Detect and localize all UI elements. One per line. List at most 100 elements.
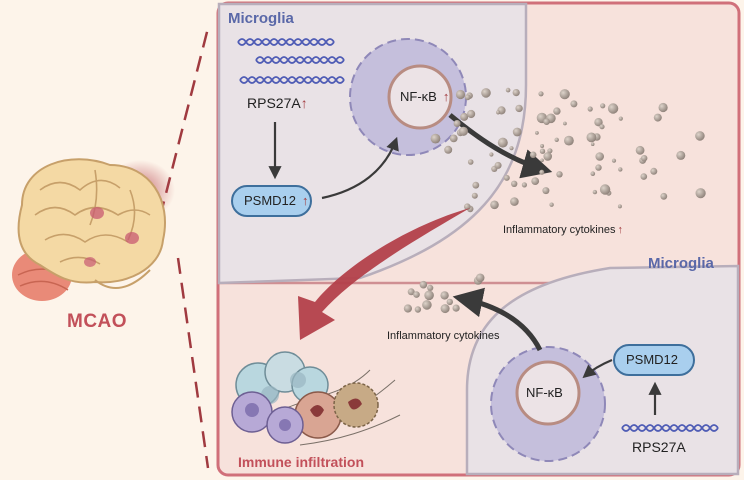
mcao-label: MCAO	[67, 311, 128, 332]
cytokine-dot	[481, 88, 491, 98]
arrow-nfkb-to-cytokines-bottom	[452, 287, 543, 352]
cytokine-dot	[635, 145, 645, 155]
bottom-psmd12-box	[613, 344, 695, 376]
connector-bottom	[176, 257, 210, 469]
top-nucleus-inner	[387, 64, 453, 130]
cytokine-dot	[512, 89, 520, 97]
cytokine-dot	[539, 148, 546, 154]
immune-cells-icon	[231, 351, 401, 446]
cytokine-dot	[538, 91, 544, 97]
cytokine-dot	[599, 184, 611, 195]
top-psmd12-label: PSMD12↑	[244, 193, 309, 208]
cytokine-dot	[535, 131, 539, 135]
cytokine-dot	[618, 116, 623, 121]
bottom-cytokines-label: Inflammatory cytokines	[387, 330, 500, 342]
cytokine-dot	[570, 100, 578, 108]
bottom-psmd12-label: PSMD12	[626, 352, 679, 367]
cytokine-dot	[543, 152, 552, 161]
cytokine-dot	[587, 106, 593, 112]
cytokine-dots-icon	[403, 273, 485, 314]
top-microglia-label: Microglia	[228, 10, 294, 27]
cytokine-dot	[509, 146, 514, 151]
cytokine-dot	[497, 137, 508, 148]
cytokine-dot	[563, 121, 567, 126]
bottom-nfkb-label: NF-κB	[526, 385, 563, 400]
cytokine-dot	[650, 167, 658, 175]
cytokine-dot	[458, 126, 468, 136]
cytokine-dot	[521, 182, 528, 188]
cytokine-dot	[422, 300, 432, 310]
top-gene-label: RPS27A↑	[247, 95, 308, 111]
cytokine-dot	[440, 291, 449, 300]
cytokine-dot	[531, 177, 540, 186]
cytokine-dot	[511, 180, 518, 187]
immune-infiltration-label: Immune infiltration	[238, 454, 364, 470]
cytokine-dot	[512, 127, 522, 137]
cytokine-dot	[695, 188, 706, 199]
cytokine-dot	[641, 155, 648, 162]
cytokine-dot	[471, 192, 478, 199]
cytokine-dot	[430, 133, 441, 144]
cytokine-dot	[595, 152, 604, 161]
cytokine-dot	[414, 306, 422, 313]
cytokine-dot	[592, 189, 598, 195]
cytokine-dot	[413, 291, 420, 298]
cytokine-dot	[505, 87, 511, 93]
top-nfkb-label: NF-κB↑	[400, 89, 450, 104]
cytokine-dot	[611, 158, 617, 163]
cytokine-dot	[472, 181, 480, 189]
cytokine-dot	[658, 102, 668, 113]
top-psmd12-box	[231, 185, 312, 217]
cytokine-dot	[467, 109, 476, 119]
cytokine-dot	[489, 152, 494, 157]
cytokine-dot	[467, 159, 474, 165]
arrow-psmd12-to-nfkb-bottom	[582, 358, 613, 379]
cytokine-dot	[403, 304, 412, 313]
cytokine-dot	[529, 151, 537, 159]
bottom-microglia-label: Microglia	[648, 255, 714, 272]
arrow-psmd12-to-nfkb	[321, 136, 399, 200]
cytokine-dot	[617, 204, 622, 209]
bottom-nucleus-inner	[515, 360, 581, 426]
cytokine-dot	[599, 124, 605, 130]
cytokine-dot	[660, 192, 668, 200]
cytokine-dot	[452, 304, 460, 312]
arrow-to-immune-infiltration	[298, 208, 470, 340]
cytokine-dot	[490, 200, 499, 210]
cytokine-dot	[564, 135, 574, 146]
cytokine-dot	[503, 174, 510, 181]
cytokine-dot	[427, 284, 434, 291]
cytokine-dot	[547, 148, 553, 154]
cytokine-dot	[618, 167, 623, 172]
up-arrow-icon: ↑	[302, 193, 309, 208]
cytokine-dot	[446, 298, 453, 306]
cytokine-dot	[595, 164, 602, 171]
cytokine-dot	[676, 150, 686, 160]
cytokine-dot	[453, 120, 461, 127]
cytokine-dot	[554, 137, 559, 142]
cytokine-dot	[424, 290, 434, 301]
dna-icon	[237, 38, 345, 84]
cytokine-dots-icon	[430, 87, 706, 213]
cytokine-dot	[464, 94, 471, 101]
cytokine-dot	[590, 142, 595, 146]
cytokine-dot	[549, 202, 554, 207]
cytokine-dot	[590, 171, 596, 176]
cytokine-dot	[543, 118, 550, 125]
cytokine-dot	[540, 158, 544, 163]
cytokine-dot	[542, 187, 550, 195]
cytokine-dot	[494, 161, 502, 169]
up-arrow-icon: ↑	[442, 89, 450, 104]
cytokine-dot	[460, 112, 469, 121]
cytokine-dot	[600, 103, 606, 109]
cytokine-dot	[475, 273, 485, 283]
cytokine-dot	[559, 89, 570, 100]
bottom-gene-label: RPS27A	[632, 439, 686, 455]
cytokine-dot	[455, 89, 466, 100]
brain-icon	[12, 158, 175, 301]
cytokine-dot	[640, 173, 648, 180]
cytokine-dot	[553, 107, 561, 115]
cytokine-dot	[419, 280, 428, 289]
up-arrow-icon: ↑	[300, 95, 308, 111]
cytokine-dot	[449, 134, 458, 143]
